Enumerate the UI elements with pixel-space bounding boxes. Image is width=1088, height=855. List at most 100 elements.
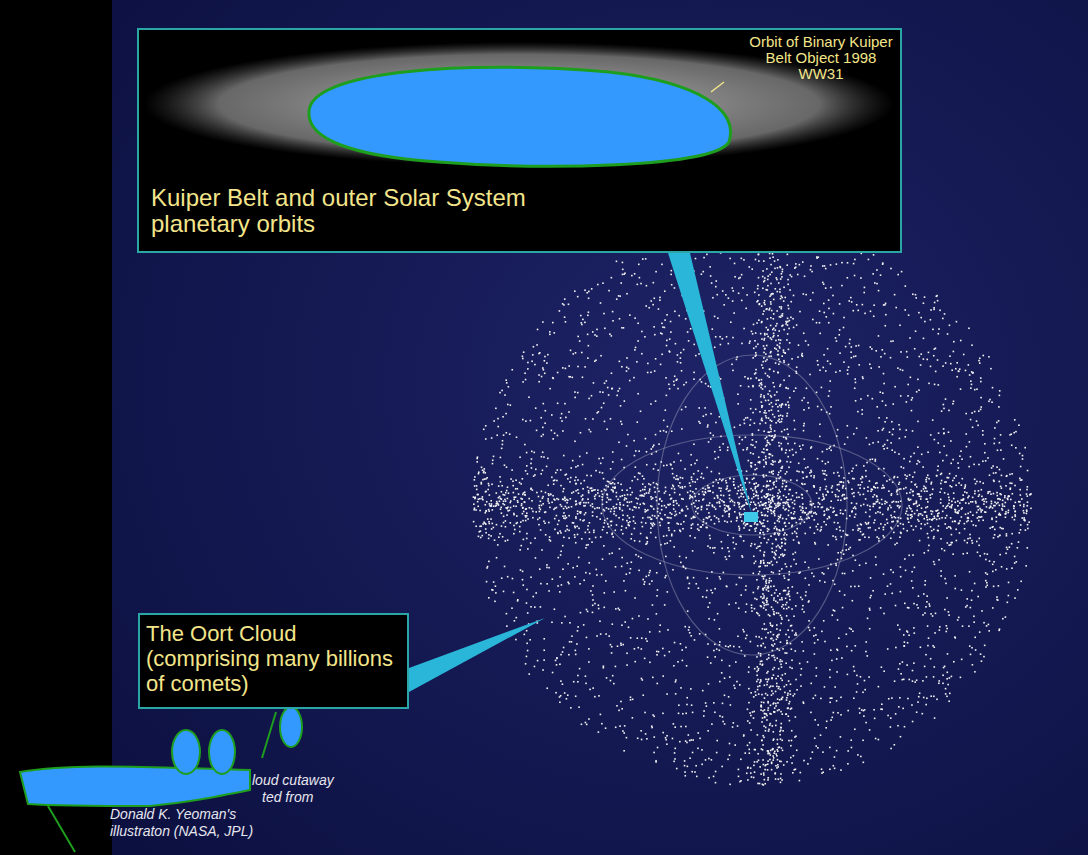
comet-dot [742, 287, 744, 289]
comet-dot [663, 430, 665, 432]
comet-dot [971, 412, 973, 414]
comet-dot [557, 403, 559, 405]
comet-dot [745, 589, 747, 591]
comet-dot [610, 521, 612, 523]
comet-dot [1007, 602, 1009, 604]
comet-dot [588, 562, 590, 564]
comet-dot [618, 710, 620, 712]
comet-dot [707, 606, 709, 608]
comet-dot [685, 406, 687, 408]
comet-dot [670, 270, 672, 272]
comet-dot [544, 372, 546, 374]
comet-dot [586, 609, 588, 611]
comet-dot [910, 377, 912, 379]
comet-dot [598, 458, 600, 460]
comet-dot [595, 569, 597, 571]
comet-dot [614, 530, 616, 532]
comet-dot [765, 353, 767, 355]
comet-dot [690, 527, 692, 529]
comet-dot [872, 273, 874, 275]
comet-dot [610, 680, 612, 682]
comet-dot [680, 687, 682, 689]
comet-dot [536, 430, 538, 432]
comet-dot [764, 629, 766, 631]
comet-dot [898, 424, 900, 426]
comet-dot [787, 254, 789, 256]
comet-dot [607, 387, 609, 389]
comet-dot [978, 464, 980, 466]
comet-dot [851, 650, 853, 652]
comet-dot [912, 670, 914, 672]
comet-dot [930, 319, 932, 321]
comet-dot [675, 343, 677, 345]
comet-dot [673, 381, 675, 383]
comet-dot [867, 504, 869, 506]
comet-dot [645, 733, 647, 735]
comet-dot [747, 779, 749, 781]
comet-dot [784, 652, 786, 654]
comet-dot [592, 331, 594, 333]
comet-dot [812, 751, 814, 753]
comet-dot [594, 334, 596, 336]
comet-dot [811, 572, 813, 574]
comet-dot [890, 268, 892, 270]
comet-dot [912, 397, 914, 399]
comet-dot [810, 475, 812, 477]
comet-dot [946, 696, 948, 698]
comet-dot [719, 681, 721, 683]
comet-dot [881, 703, 883, 705]
comet-dot [683, 384, 685, 386]
comet-dot [616, 261, 618, 263]
comet-dot [849, 339, 851, 341]
comet-dot [770, 355, 772, 357]
comet-dot [714, 523, 716, 525]
comet-dot [503, 591, 505, 593]
comet-dot [674, 375, 676, 377]
comet-dot [844, 443, 846, 445]
comet-dot [810, 299, 812, 301]
comet-dot [612, 320, 614, 322]
comet-dot [770, 502, 772, 504]
comet-dot [851, 357, 853, 359]
comet-dot [534, 666, 536, 668]
comet-dot [868, 537, 870, 539]
comet-dot [588, 492, 590, 494]
comet-dot [664, 655, 666, 657]
comet-dot [909, 679, 911, 681]
comet-dot [803, 425, 805, 427]
comet-dot [854, 275, 856, 277]
comet-dot [694, 771, 696, 773]
comet-dot [821, 631, 823, 633]
comet-dot [739, 424, 741, 426]
comet-dot [829, 669, 831, 671]
comet-dot [553, 332, 555, 334]
comet-dot [840, 696, 842, 698]
comet-dot [971, 384, 973, 386]
comet-dot [817, 458, 819, 460]
comet-dot [750, 715, 752, 717]
comet-dot [870, 577, 872, 579]
comet-dot [695, 765, 697, 767]
comet-dot [577, 366, 579, 368]
comet-dot [666, 693, 668, 695]
comet-dot [950, 440, 952, 442]
comet-dot [835, 337, 837, 339]
comet-dot [803, 611, 805, 613]
comet-dot [761, 512, 763, 514]
comet-dot [894, 680, 896, 682]
comet-dot [548, 493, 550, 495]
comet-dot [480, 537, 482, 539]
comet-dot [537, 660, 539, 662]
comet-dot [808, 600, 810, 602]
comet-dot [803, 409, 805, 411]
comet-dot [680, 460, 682, 462]
comet-dot [927, 625, 929, 627]
comet-dot [656, 683, 658, 685]
comet-dot [800, 685, 802, 687]
comet-dot [557, 469, 559, 471]
comet-dot [654, 334, 656, 336]
comet-dot [666, 743, 668, 745]
comet-dot [795, 632, 797, 634]
comet-dot [592, 604, 594, 606]
comet-dot [497, 426, 499, 428]
